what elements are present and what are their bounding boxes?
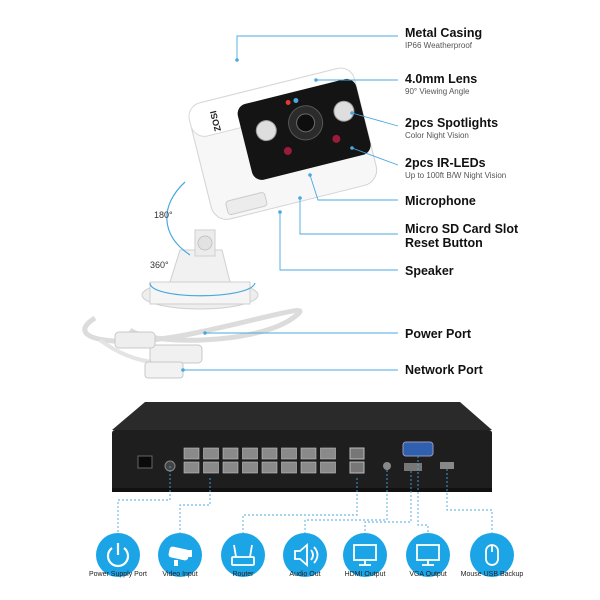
poe-port — [320, 447, 336, 460]
lens — [296, 113, 316, 133]
poe-port — [203, 461, 219, 474]
feature-title: Network Port — [405, 363, 483, 377]
cable — [82, 308, 303, 344]
poe-port — [242, 461, 258, 474]
feature-metal-casing: Metal Casing IP66 Weatherproof — [405, 26, 482, 51]
power-icon — [96, 533, 140, 577]
poe-port — [183, 447, 200, 460]
poe-port — [261, 461, 278, 474]
poe-port — [281, 447, 297, 460]
router-icon — [221, 533, 265, 577]
camera-body: ZOSI — [188, 67, 378, 220]
feature-spotlights: 2pcs Spotlights Color Night Vision — [405, 116, 498, 141]
feature-subtitle: Color Night Vision — [405, 131, 469, 140]
brand-logo: ZOSI — [208, 110, 223, 133]
feature-title: Power Port — [405, 327, 471, 341]
poe-port — [320, 461, 336, 474]
feature-title: Microphone — [405, 194, 476, 208]
nvr-top — [112, 402, 492, 430]
feature-title: 2pcs Spotlights — [405, 116, 499, 130]
feature-title: 2pcs IR-LEDs — [405, 156, 486, 170]
feature-title: 4.0mm Lens — [405, 72, 478, 86]
ir-led-right — [332, 134, 341, 143]
feature-subtitle: Up to 100ft B/W Night Vision — [405, 171, 507, 180]
feature-title: Speaker — [405, 264, 454, 278]
poe-port — [183, 461, 200, 474]
port-label-usb: Mouse USB Backup — [460, 571, 524, 578]
port-label-audio: Audio Out — [289, 571, 321, 578]
feature-sd-reset: Micro SD Card Slot Reset Button — [405, 222, 518, 250]
feature-lens: 4.0mm Lens 90° Viewing Angle — [405, 72, 477, 97]
leader-lines — [183, 35, 399, 371]
spotlight-left — [255, 120, 277, 142]
feature-network-port: Network Port — [405, 363, 483, 377]
feature-title-2: Reset Button — [405, 236, 483, 250]
port-label-vga: VGA Output — [409, 571, 447, 578]
poe-port — [222, 447, 239, 460]
poe-port — [203, 447, 219, 460]
feature-subtitle: IP66 Weatherproof — [405, 41, 473, 50]
port-label-power: Power Supply Port — [89, 571, 147, 578]
poe-port — [300, 447, 317, 460]
nvr-body — [112, 430, 492, 492]
monitor-icon — [406, 533, 450, 577]
tilt-label: 180° — [154, 210, 173, 220]
monitor-icon — [343, 533, 387, 577]
poe-ports — [183, 447, 336, 474]
poe-port — [300, 461, 317, 474]
mouse-icon — [470, 533, 514, 577]
feature-title: Micro SD Card Slot — [405, 222, 519, 236]
feature-title: Metal Casing — [405, 26, 483, 40]
port-label-video: Video Input — [162, 571, 198, 578]
poe-port — [222, 461, 239, 474]
tilt-arrow — [166, 181, 191, 256]
feature-power-port: Power Port — [405, 327, 471, 341]
power-switch — [137, 455, 153, 469]
power-connector — [114, 331, 156, 349]
pan-label: 360° — [150, 260, 169, 270]
pan-arrow — [149, 282, 256, 297]
feature-ir-leds: 2pcs IR-LEDs Up to 100ft B/W Night Visio… — [405, 156, 506, 181]
ir-led-left — [283, 146, 292, 155]
port-label-router: Router — [232, 571, 254, 578]
feature-speaker: Speaker — [405, 264, 454, 278]
poe-port — [281, 461, 297, 474]
port-connectors — [117, 456, 493, 533]
vga-port — [402, 441, 434, 457]
poe-port — [261, 447, 278, 460]
feature-subtitle: 90° Viewing Angle — [405, 87, 470, 96]
speaker-icon — [283, 533, 327, 577]
port-label-hdmi: HDMI Output — [344, 571, 386, 578]
speaker-grille — [225, 192, 268, 216]
poe-port — [242, 447, 258, 460]
feature-microphone: Microphone — [405, 194, 476, 208]
spotlight-right — [333, 100, 355, 122]
camera-icon — [158, 533, 202, 577]
network-connector — [149, 344, 203, 364]
